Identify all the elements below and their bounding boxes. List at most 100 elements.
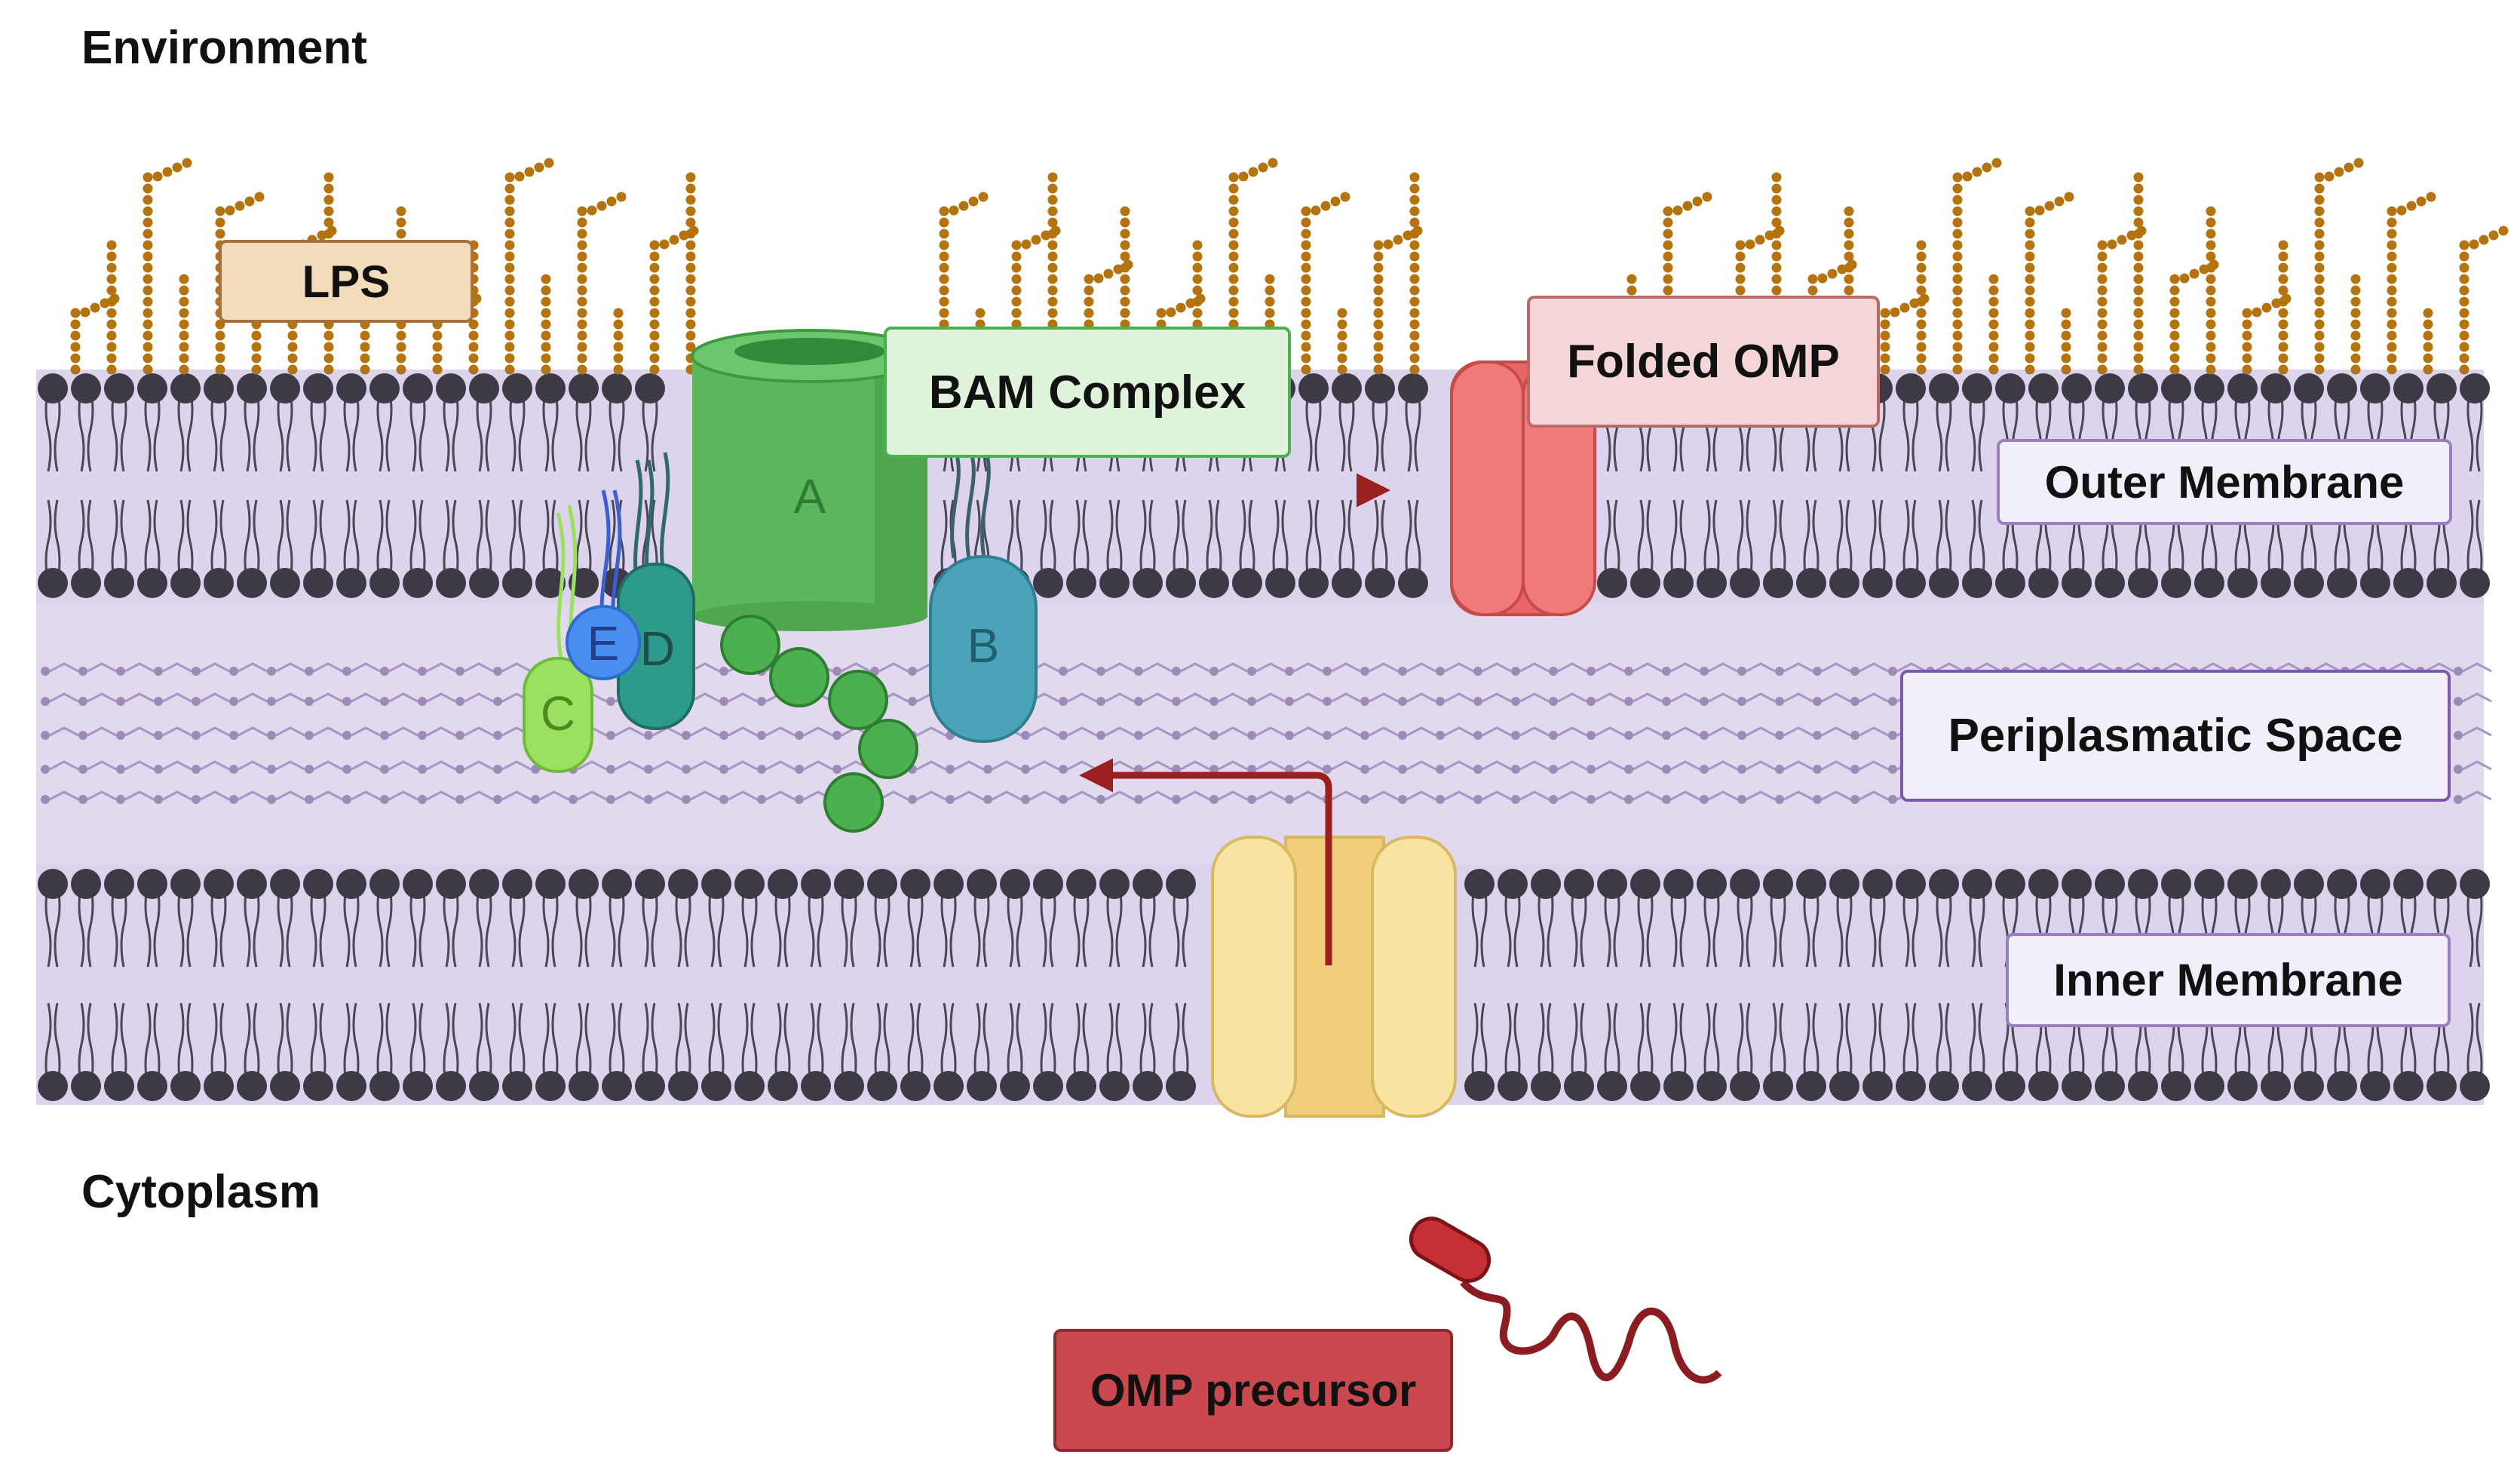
- peptidoglycan-unit: [1096, 697, 1105, 706]
- lipid-head: [2128, 373, 2158, 403]
- lipid-head: [701, 1071, 731, 1101]
- lps-sugar: [1301, 217, 1311, 228]
- peptidoglycan-unit: [682, 731, 691, 740]
- peptidoglycan-link: [1557, 726, 1587, 737]
- lps-sugar: [2169, 364, 2180, 375]
- peptidoglycan-unit: [757, 795, 766, 804]
- peptidoglycan-unit: [1737, 731, 1746, 740]
- lps-sugar: [1916, 330, 1927, 341]
- lps-sugar: [1228, 240, 1239, 250]
- peptidoglycan-link: [803, 760, 833, 771]
- peptidoglycan-link: [426, 726, 456, 737]
- lps-sugar: [2206, 353, 2216, 364]
- lps-sugar: [1192, 274, 1203, 284]
- peptidoglycan-unit: [418, 731, 427, 740]
- lps-sugar: [1988, 364, 1999, 375]
- peptidoglycan-link: [1444, 760, 1474, 771]
- lps-sugar: [541, 308, 551, 318]
- lipid-head: [701, 869, 731, 899]
- peptidoglycan-link: [1255, 760, 1286, 771]
- lps-sugar: [939, 251, 949, 262]
- lps-sugar: [143, 319, 153, 330]
- lps-sugar: [2117, 235, 2127, 245]
- peptidoglycan-unit: [1850, 731, 1859, 740]
- peptidoglycan-unit: [1624, 697, 1633, 706]
- lipid-head: [834, 869, 864, 899]
- peptidoglycan-link: [878, 790, 909, 801]
- lps-sugar: [215, 330, 225, 341]
- peptidoglycan-link: [1255, 726, 1286, 737]
- lps-sugar: [1844, 217, 1854, 228]
- lps-sugar: [1988, 353, 1999, 364]
- lipid-head: [2062, 1071, 2092, 1101]
- lipid-head: [1796, 869, 1826, 899]
- lipid-head: [469, 373, 499, 403]
- peptidoglycan-link: [87, 790, 117, 801]
- lps-sugar: [2406, 201, 2417, 211]
- peptidoglycan-unit: [1511, 731, 1520, 740]
- lps-sugar: [2459, 319, 2469, 330]
- lipid-head: [2460, 373, 2490, 403]
- peptidoglycan-unit: [719, 795, 728, 804]
- lps-sugar: [1011, 296, 1022, 307]
- lps-sugar: [2025, 319, 2035, 330]
- lps-sugar: [143, 364, 153, 375]
- lps-sugar: [1771, 217, 1782, 228]
- peptidoglycan-link: [1067, 662, 1097, 673]
- lps-sugar: [968, 196, 979, 207]
- lps-sugar: [2252, 307, 2262, 318]
- peptidoglycan-unit: [1511, 697, 1520, 706]
- lipid-head: [270, 1071, 300, 1101]
- peptidoglycan-link: [388, 726, 418, 737]
- lipid-head: [1697, 869, 1727, 899]
- peptidoglycan-unit: [41, 795, 50, 804]
- lps-sugar: [2179, 273, 2190, 284]
- lps-sugar: [1248, 167, 1258, 177]
- lipid-head: [668, 1071, 698, 1101]
- lps-sugar: [1844, 240, 1854, 250]
- peptidoglycan-unit: [455, 765, 464, 774]
- lps-sugar: [1228, 183, 1239, 194]
- lps-sugar: [2025, 206, 2035, 216]
- peptidoglycan-unit: [154, 697, 163, 706]
- lipid-head: [635, 373, 665, 403]
- lipid-head: [2062, 373, 2092, 403]
- peptidoglycan-link: [1482, 726, 1512, 737]
- peptidoglycan-unit: [192, 731, 201, 740]
- lps-sugar: [2278, 353, 2289, 364]
- folded-omp-label-box: Folded OMP: [1527, 296, 1880, 428]
- lipid-head: [2128, 568, 2158, 598]
- lipid-head: [2327, 373, 2357, 403]
- lipid-head: [2062, 869, 2092, 899]
- peptidoglycan-link: [200, 790, 230, 801]
- lps-sugar: [2278, 274, 2289, 284]
- lipid-head: [569, 373, 599, 403]
- lipid-head: [2460, 568, 2490, 598]
- omp-precursor-label-box: OMP precursor: [1053, 1329, 1453, 1452]
- lps-sugar: [2387, 274, 2397, 284]
- lps-sugar: [1047, 229, 1058, 239]
- lps-sugar: [396, 217, 406, 228]
- environment-label: Environment: [81, 22, 367, 74]
- lps-sugar: [685, 330, 696, 341]
- peptidoglycan-unit: [1285, 697, 1294, 706]
- peptidoglycan-link: [1444, 662, 1474, 673]
- lipid-head: [867, 1071, 897, 1101]
- lipid-head: [170, 869, 201, 899]
- peptidoglycan-unit: [1209, 765, 1219, 774]
- lipid-head: [2227, 869, 2258, 899]
- lps-sugar: [90, 302, 100, 313]
- lps-sugar: [939, 229, 949, 239]
- lps-sugar: [1409, 262, 1420, 273]
- peptidoglycan-link: [313, 692, 343, 703]
- peptidoglycan-unit: [2454, 765, 2463, 774]
- lipid-head: [2261, 568, 2291, 598]
- peptidoglycan-unit: [1172, 697, 1181, 706]
- peptidoglycan-link: [275, 760, 305, 771]
- lps-sugar: [1672, 205, 1683, 216]
- lps-sugar: [1991, 158, 2002, 168]
- lps-sugar: [179, 342, 189, 352]
- peptidoglycan-link: [1519, 790, 1550, 801]
- lps-sugar: [1301, 274, 1311, 284]
- lps-sugar: [1120, 240, 1130, 250]
